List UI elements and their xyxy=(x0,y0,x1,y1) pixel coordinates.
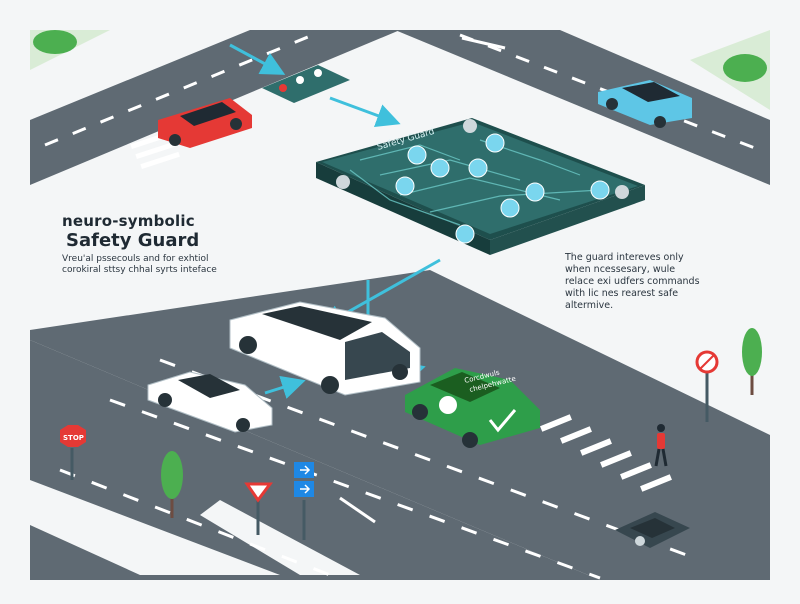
note-line-5: altermive. xyxy=(565,300,614,311)
panel-signal-icon xyxy=(314,69,322,77)
lane-mark-lower-3 xyxy=(59,468,331,577)
green-car: Corcdwuls chelpehwatte xyxy=(405,368,540,448)
stop-sign-text: STOP xyxy=(63,434,84,442)
direction-sign xyxy=(294,462,314,540)
bush-top-left xyxy=(33,30,77,54)
subtitle-line-1: Vreu'al pssecouls and for exhtiol xyxy=(62,254,209,264)
lower-road-main xyxy=(30,270,770,580)
node-car-icon xyxy=(430,158,450,178)
stop-sign: STOP xyxy=(60,425,86,480)
white-suv xyxy=(229,301,421,396)
title-line-2: Safety Guard xyxy=(66,230,200,251)
arrow-panel-to-board xyxy=(329,96,401,128)
sensor-panel xyxy=(262,65,350,103)
blue-car xyxy=(598,80,692,128)
lane-mark-lower-1 xyxy=(159,358,701,562)
pedestrian-figure xyxy=(654,424,668,467)
board-screw-left xyxy=(336,175,350,189)
sidewalk-bottom-mid xyxy=(200,500,360,575)
node-check-icon xyxy=(590,180,610,200)
red-car xyxy=(158,98,252,148)
tree-right xyxy=(742,328,762,395)
robot-vehicle xyxy=(615,512,690,548)
explanation-note: The guard intereves only when ncessesary… xyxy=(565,252,755,312)
node-signal-icon xyxy=(455,224,475,244)
arrow-to-panel xyxy=(229,43,286,75)
node-path-icon xyxy=(395,176,415,196)
pedestrian-warning-sign xyxy=(695,350,719,422)
safety-guard-board: Safety Guard xyxy=(316,118,645,255)
board-screw-right xyxy=(615,185,629,199)
white-sedan xyxy=(147,371,273,433)
node-cyclist-icon xyxy=(500,198,520,218)
green-car-check-icon xyxy=(488,409,517,433)
node-stop-icon xyxy=(468,158,488,178)
crosswalk-bottom-right xyxy=(540,414,672,492)
tree-left xyxy=(161,451,183,518)
subtitle-line-2: corokiral sttsy chhal syrts inteface xyxy=(62,265,217,275)
node-sensor-icon xyxy=(485,133,505,153)
sidewalk-bottom-left xyxy=(30,480,280,575)
note-line-4: with lic nes rearest safe xyxy=(565,288,679,299)
upper-road-right xyxy=(395,30,770,185)
title-line-1: neuro-symbolic xyxy=(62,212,195,230)
lane-mark-upper-left xyxy=(44,30,321,147)
note-line-3: relace exi udfers commands xyxy=(565,276,700,287)
note-line-2: when ncessesary, wule xyxy=(565,264,676,275)
panel-pedestrian-icon xyxy=(296,76,304,84)
arrow-to-suv xyxy=(264,375,306,399)
road-direction-arrow-bottom xyxy=(339,496,376,524)
yield-sign xyxy=(244,482,273,535)
board-screw-top xyxy=(463,119,477,133)
node-camera-icon xyxy=(407,145,427,165)
node-pedestrian-icon xyxy=(525,182,545,202)
panel-red-light-icon xyxy=(279,84,287,92)
note-line-1: The guard intereves only xyxy=(565,252,684,263)
subtitle: Vreu'al pssecouls and for exhtiol coroki… xyxy=(62,254,272,276)
bush-top-right xyxy=(723,54,767,82)
road-direction-arrow-top xyxy=(461,36,506,50)
